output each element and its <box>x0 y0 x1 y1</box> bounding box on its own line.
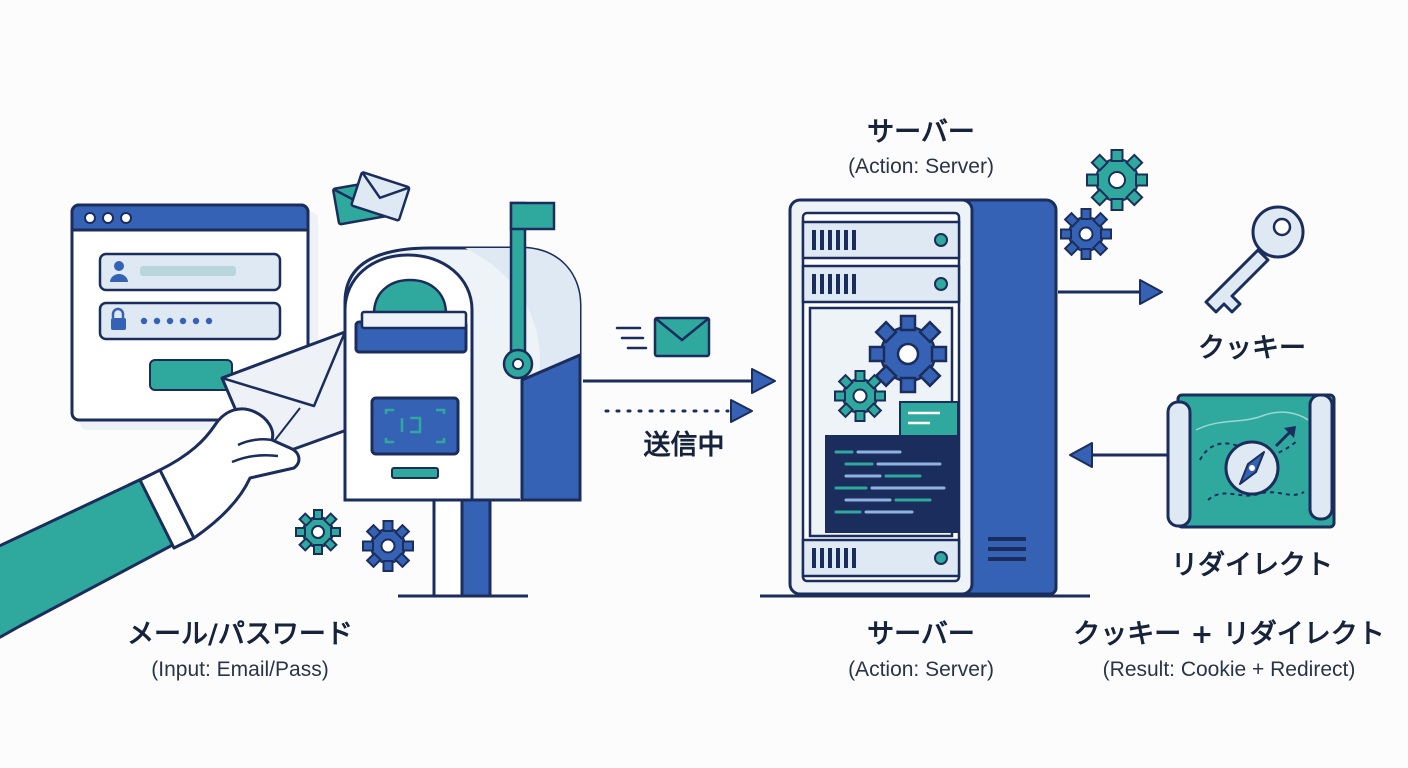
gear-icon <box>1086 149 1148 211</box>
sending-flow-arrows <box>583 316 776 423</box>
key-icon <box>1204 205 1305 314</box>
envelope-icon <box>653 316 711 358</box>
result-label-en: (Result: Cookie + Redirect) <box>1102 658 1356 681</box>
server-label-top-en: (Action: Server) <box>848 155 994 178</box>
gear-icon <box>295 509 341 555</box>
cookie-label: クッキー <box>1198 333 1306 364</box>
server-label-bottom-jp: サーバー <box>867 619 975 650</box>
server-label-bottom-en: (Action: Server) <box>848 658 994 681</box>
mailbox-icon <box>343 201 582 598</box>
gear-icon <box>834 370 886 422</box>
gear-icon <box>868 314 948 394</box>
envelope-icon <box>332 171 411 226</box>
map-compass-icon <box>1166 393 1336 529</box>
server-rack-icon <box>760 198 1090 598</box>
password-field-icon <box>98 301 282 341</box>
redirect-label: リダイレクト <box>1171 550 1333 581</box>
sending-label: 送信中 <box>643 430 725 461</box>
server-label-top-jp: サーバー <box>867 117 975 148</box>
input-label-jp: メール/パスワード <box>127 619 353 650</box>
gear-icon <box>362 520 414 572</box>
hand-holding-envelope-icon <box>0 330 382 639</box>
browser-login-form-icon <box>70 203 318 430</box>
input-label-en: (Input: Email/Pass) <box>151 658 329 681</box>
result-arrows <box>1058 279 1168 468</box>
email-field-icon <box>98 252 282 292</box>
gear-icon <box>1060 208 1112 260</box>
result-label-jp: クッキー + リダイレクト <box>1073 619 1385 650</box>
